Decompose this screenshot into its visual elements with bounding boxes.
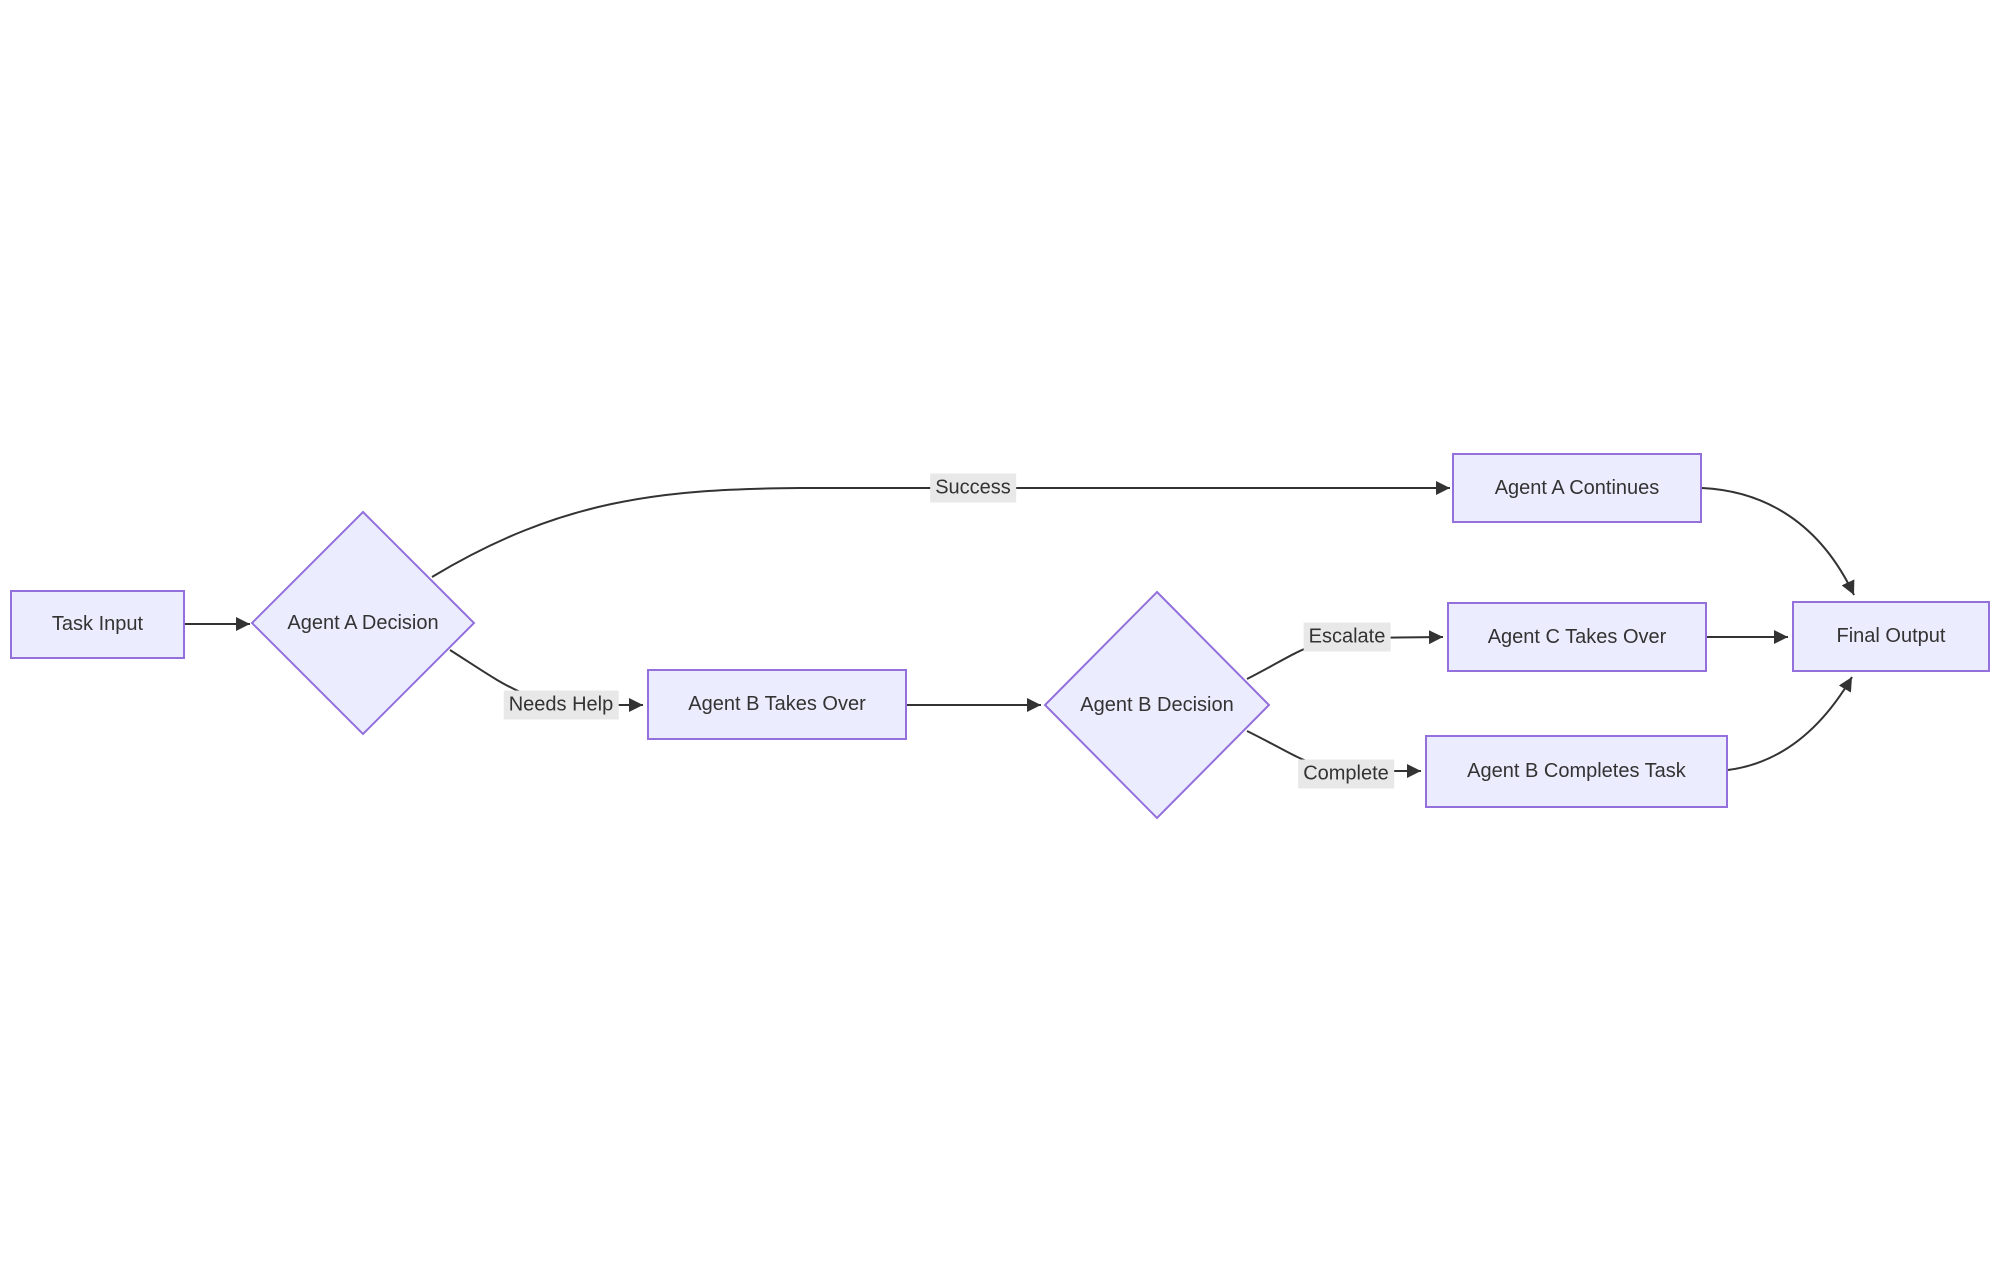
node-task-input: Task Input — [10, 590, 185, 659]
edge-label-success: Success — [930, 473, 1016, 503]
node-agent-b-takes-over-label: Agent B Takes Over — [688, 693, 866, 715]
node-agent-b-decision-label: Agent B Decision — [1080, 693, 1234, 716]
edge-label-complete: Complete — [1298, 759, 1394, 789]
node-agent-b-decision-shape — [1043, 590, 1271, 820]
edge-agent-a-decision-to-agent-a-continues — [431, 481, 1450, 578]
node-task-input-label: Task Input — [51, 613, 144, 635]
edge-agent-a-continues-to-final-output — [1701, 487, 1855, 596]
node-agent-a-continues: Agent A Continues — [1452, 453, 1702, 523]
node-agent-b-completes-task-label: Agent B Completes Task — [1467, 760, 1686, 782]
node-agent-c-takes-over-label: Agent C Takes Over — [1487, 625, 1667, 648]
node-agent-a-continues-label: Agent A Continues — [1494, 476, 1660, 499]
node-final-output: Final Output — [1792, 601, 1990, 672]
edge-label-needs-help: Needs Help — [503, 690, 619, 720]
node-final-output-label: Final Output — [1836, 625, 1946, 647]
node-agent-b-takes-over: Agent B Takes Over — [647, 669, 907, 740]
edge-label-escalate: Escalate — [1303, 622, 1391, 652]
node-agent-a-decision-shape — [250, 510, 476, 736]
edge-agent-b-completes-task-to-final-output — [1727, 676, 1853, 771]
node-agent-a-decision-label: Agent A Decision — [287, 611, 439, 634]
node-agent-b-completes-task: Agent B Completes Task — [1425, 735, 1728, 808]
node-agent-c-takes-over: Agent C Takes Over — [1447, 602, 1707, 672]
